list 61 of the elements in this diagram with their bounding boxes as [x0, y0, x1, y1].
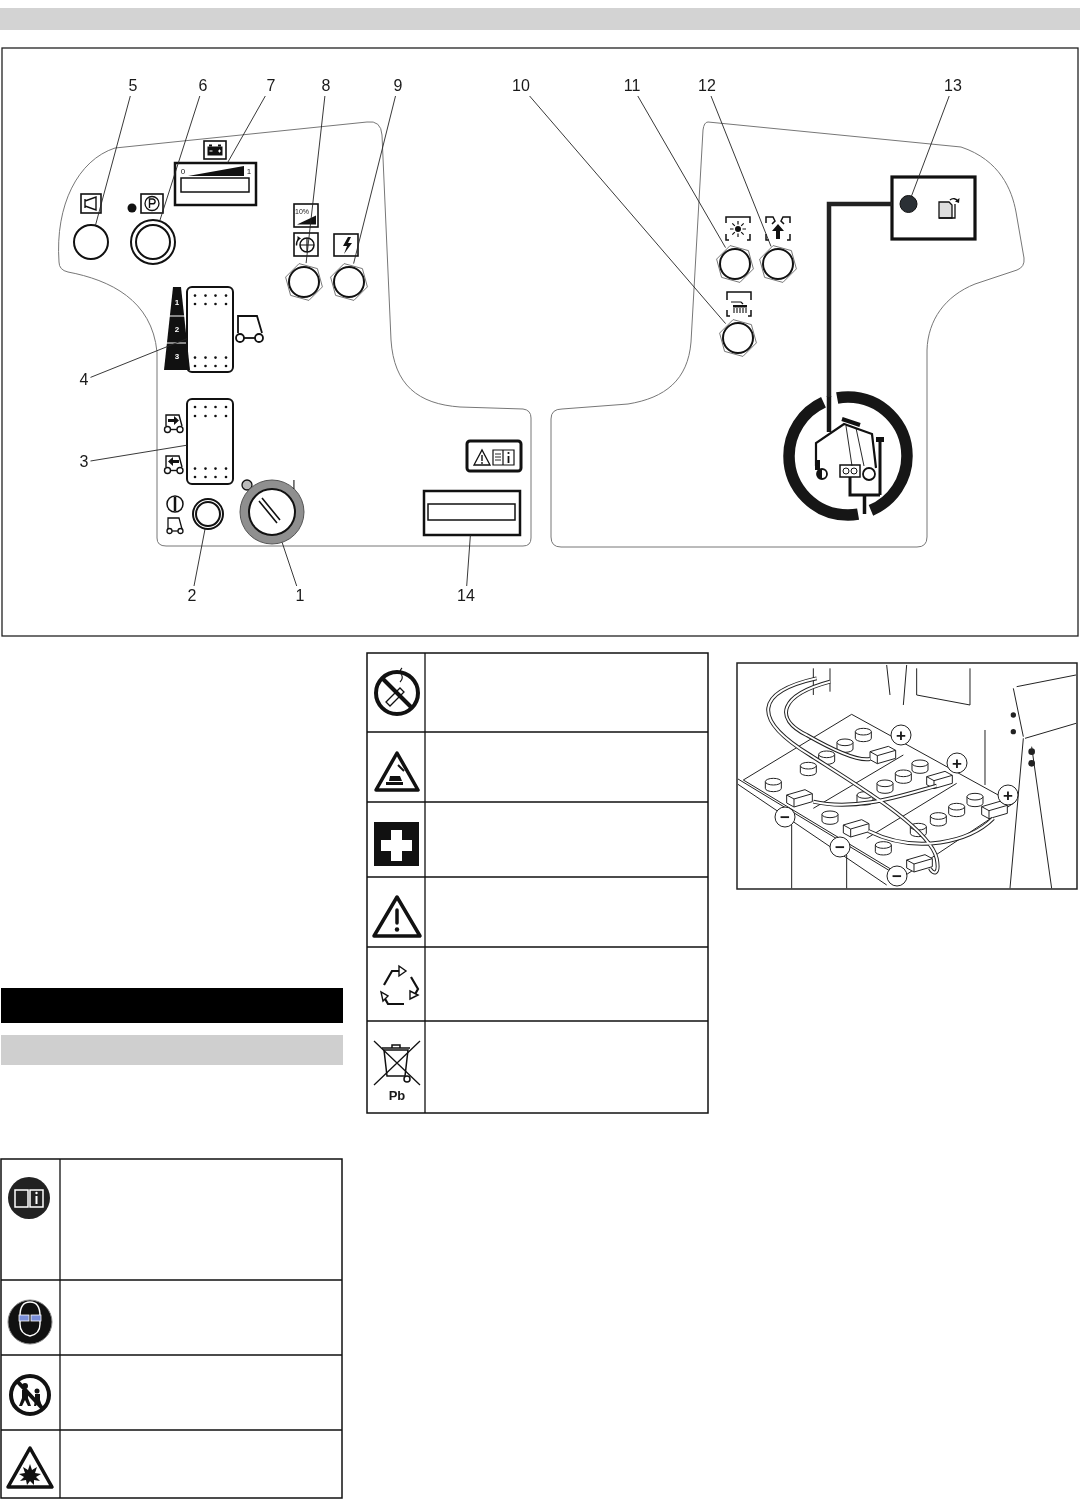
push-button — [719, 319, 757, 357]
key-switch — [239, 479, 305, 545]
callout-number: 4 — [79, 372, 89, 388]
leader-line — [226, 95, 266, 164]
speed-step-number: 3 — [174, 353, 180, 361]
section-heading-bar — [1, 988, 343, 1023]
switch-position-label: I — [292, 479, 296, 491]
polarity-sign: + — [890, 724, 912, 746]
push-button — [285, 263, 323, 301]
callout-number: 13 — [944, 78, 962, 94]
callout-number: 3 — [79, 454, 89, 470]
callout-number: 12 — [698, 78, 716, 94]
callout-number: 10 — [512, 78, 530, 94]
leader-line — [159, 95, 201, 222]
leader-line — [90, 444, 188, 462]
push-button — [192, 498, 224, 530]
push-button — [716, 245, 754, 283]
callout-number: 7 — [266, 78, 276, 94]
push-button — [330, 263, 368, 301]
speed-step-number: 2 — [174, 326, 180, 334]
polarity-sign: − — [774, 806, 796, 828]
battery-charge-display — [173, 161, 258, 207]
scale-number: 0 — [180, 168, 186, 176]
leader-line — [281, 541, 298, 587]
rocker-switch — [186, 286, 234, 373]
connector-line — [826, 201, 892, 397]
leader-line — [466, 534, 471, 587]
callout-number: 2 — [187, 588, 197, 604]
header-bar — [0, 8, 1080, 30]
chemical-symbol-label: Pb — [388, 1088, 406, 1102]
callout-number: 6 — [198, 78, 208, 94]
indicator-lamp — [899, 195, 918, 213]
leader-line — [90, 338, 188, 378]
callout-number: 5 — [128, 78, 138, 94]
polarity-sign: − — [886, 865, 908, 887]
callout-number: 9 — [393, 78, 403, 94]
speed-step-number: 1 — [174, 299, 180, 307]
leader-line — [710, 95, 772, 247]
horn-button — [73, 224, 109, 260]
push-button — [759, 245, 797, 283]
leader-line — [911, 95, 950, 197]
leader-line — [529, 95, 727, 325]
callout-number: 11 — [623, 78, 641, 94]
machine-symbol — [783, 391, 913, 521]
polarity-sign: + — [946, 752, 968, 774]
label-plate — [422, 489, 522, 537]
leader-line — [353, 95, 396, 265]
callout-number: 14 — [457, 588, 475, 604]
polarity-sign: + — [997, 784, 1019, 806]
rocker-switch — [186, 398, 234, 485]
callout-number: 1 — [295, 588, 305, 604]
leader-line — [94, 95, 131, 227]
parking-brake-button — [130, 219, 176, 265]
scale-number: 1 — [246, 168, 252, 176]
leader-line — [305, 95, 326, 264]
indicator-panel-frame — [890, 175, 977, 241]
polarity-sign: − — [829, 836, 851, 858]
subheading-bar — [1, 1035, 343, 1065]
callout-number: 8 — [321, 78, 331, 94]
leader-line — [637, 95, 726, 249]
leader-line — [193, 528, 206, 587]
